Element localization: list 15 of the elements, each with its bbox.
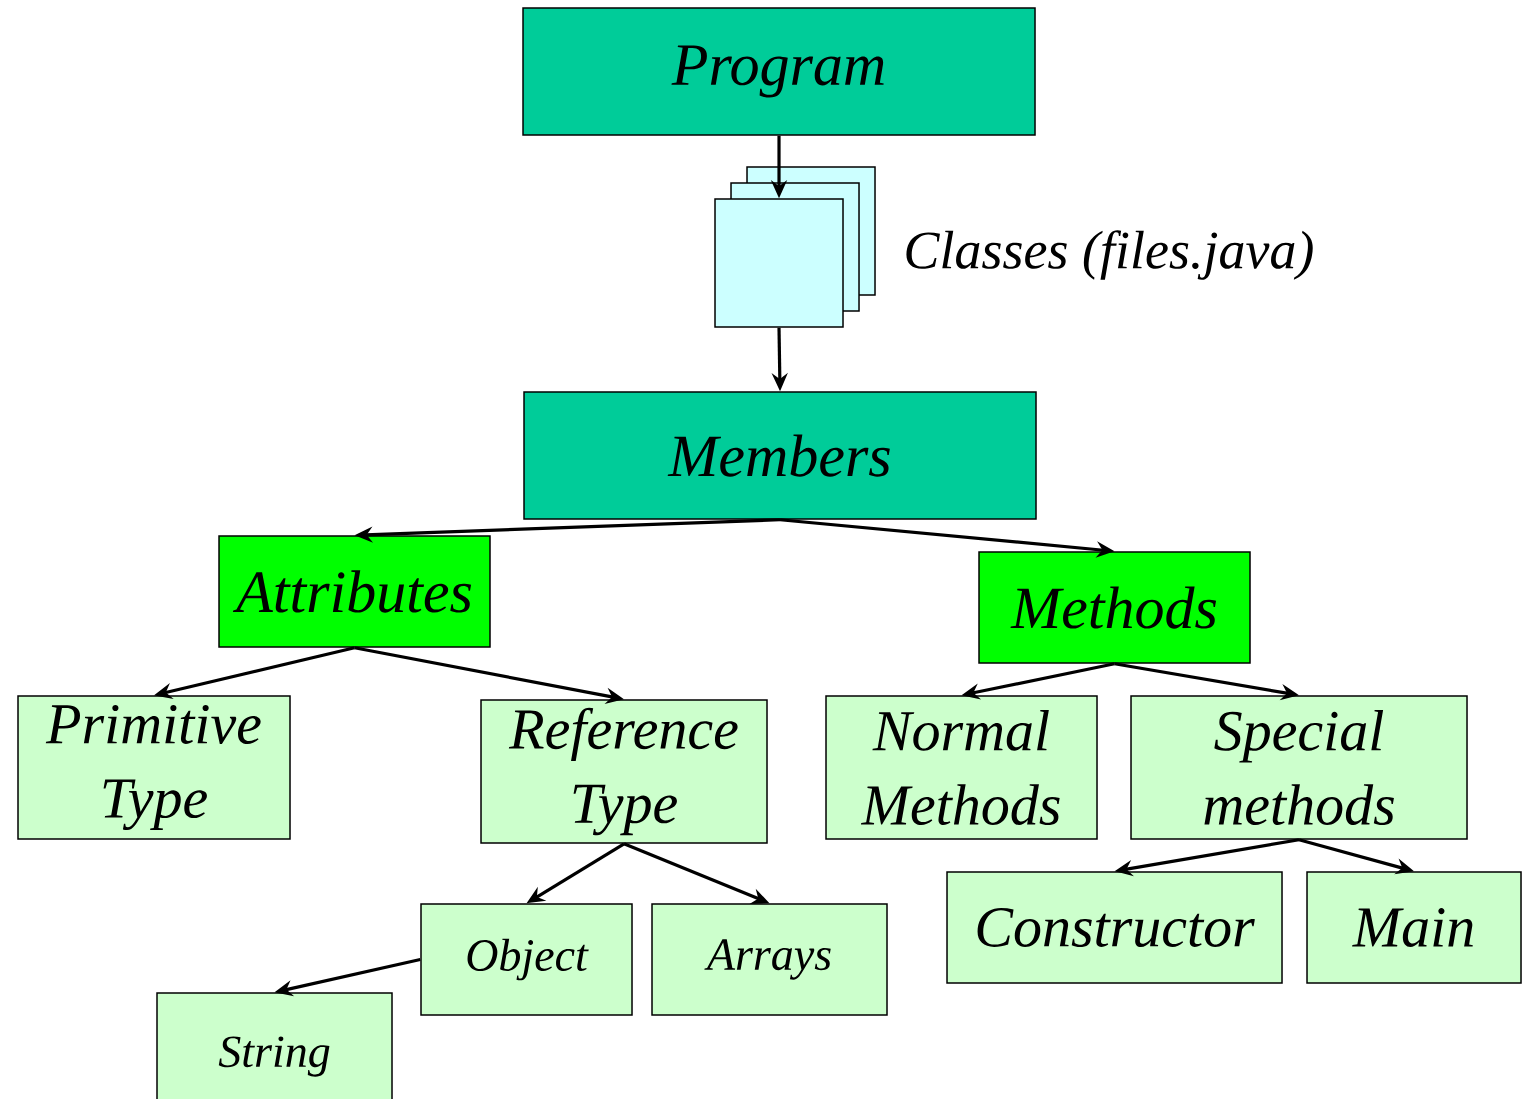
leaf-box: Main [1306, 871, 1522, 984]
process-box: Program [522, 7, 1036, 136]
leaf-box: Primitive Type [17, 695, 291, 840]
process-box: Members [523, 391, 1037, 520]
category-box: Methods [978, 551, 1251, 664]
leaf-box: Special methods [1130, 695, 1468, 840]
caption-label: Classes (files.java) [906, 230, 1313, 280]
file-stack [714, 166, 876, 328]
leaf-box: Object [420, 903, 633, 1016]
leaf-box: String [156, 992, 393, 1099]
category-box: Attributes [218, 535, 491, 648]
leaf-box: Reference Type [480, 699, 768, 844]
leaf-box: Constructor [946, 871, 1283, 984]
leaf-box: Normal Methods [825, 695, 1098, 840]
leaf-box: Arrays [651, 903, 888, 1016]
